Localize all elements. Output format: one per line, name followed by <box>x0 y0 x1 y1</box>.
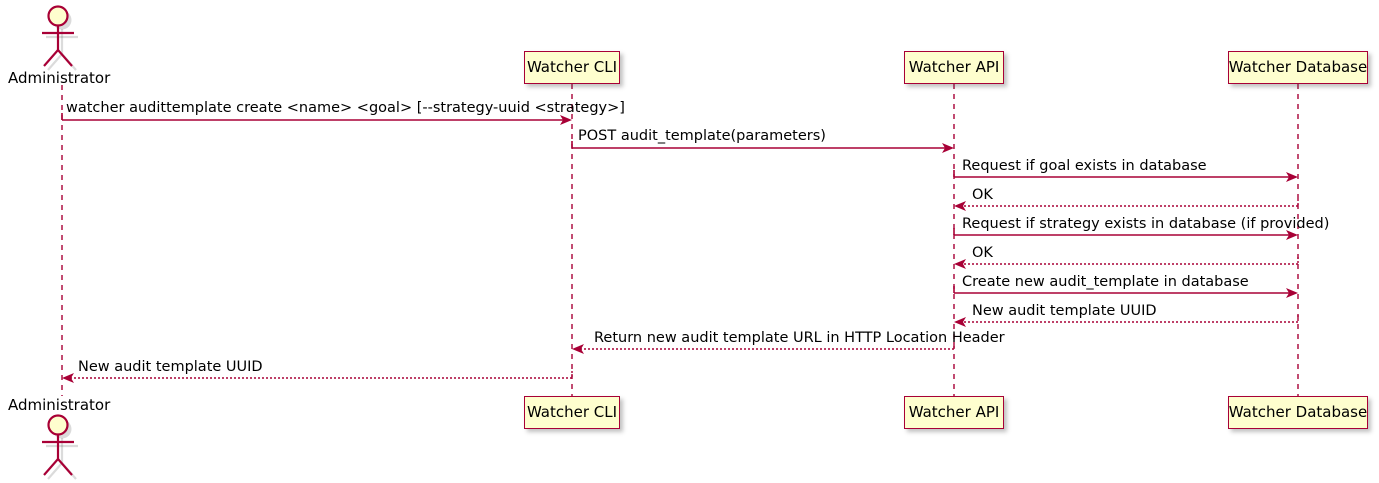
participant-label-watcher-api-bottom: Watcher API <box>908 403 1000 421</box>
message-arrow-3 <box>953 170 1298 182</box>
participant-label-watcher-database-top: Watcher Database <box>1228 58 1368 76</box>
message-arrow-4 <box>954 199 1299 211</box>
message-label-6: OK <box>972 245 993 261</box>
actor-label-administrator-bottom: Administrator <box>8 396 111 414</box>
message-arrow-9 <box>572 342 955 354</box>
participant-box-watcher-database-top[interactable]: Watcher Database <box>1228 51 1368 84</box>
message-arrow-8 <box>954 315 1299 327</box>
message-label-7: Create new audit_template in database <box>962 274 1249 290</box>
message-arrow-10 <box>62 371 573 383</box>
message-label-5: Request if strategy exists in database (… <box>962 216 1330 232</box>
message-arrow-7 <box>953 286 1298 298</box>
participant-box-watcher-api-top[interactable]: Watcher API <box>904 51 1004 84</box>
participant-label-watcher-cli-bottom: Watcher CLI <box>526 403 618 421</box>
participant-label-watcher-database-bottom: Watcher Database <box>1228 403 1368 421</box>
message-arrow-6 <box>954 257 1299 269</box>
actor-administrator-top <box>42 5 78 71</box>
message-label-9: Return new audit template URL in HTTP Lo… <box>594 330 1005 346</box>
actor-label-administrator-top: Administrator <box>8 69 111 87</box>
participant-box-watcher-api-bottom[interactable]: Watcher API <box>904 396 1004 429</box>
message-label-3: Request if goal exists in database <box>962 158 1207 174</box>
participant-box-watcher-database-bottom[interactable]: Watcher Database <box>1228 396 1368 429</box>
participant-box-watcher-cli-top[interactable]: Watcher CLI <box>524 51 620 84</box>
message-arrow-1 <box>61 113 572 125</box>
message-label-10: New audit template UUID <box>78 359 263 375</box>
message-label-1: watcher audittemplate create <name> <goa… <box>66 100 625 116</box>
message-arrow-5 <box>953 228 1298 240</box>
participant-box-watcher-cli-bottom[interactable]: Watcher CLI <box>524 396 620 429</box>
participant-label-watcher-cli-top: Watcher CLI <box>526 58 618 76</box>
participant-label-watcher-api-top: Watcher API <box>908 58 1000 76</box>
message-label-2: POST audit_template(parameters) <box>578 128 826 144</box>
message-label-8: New audit template UUID <box>972 303 1157 319</box>
message-label-4: OK <box>972 187 993 203</box>
actor-administrator-bottom <box>42 414 78 480</box>
message-arrow-2 <box>571 141 954 153</box>
